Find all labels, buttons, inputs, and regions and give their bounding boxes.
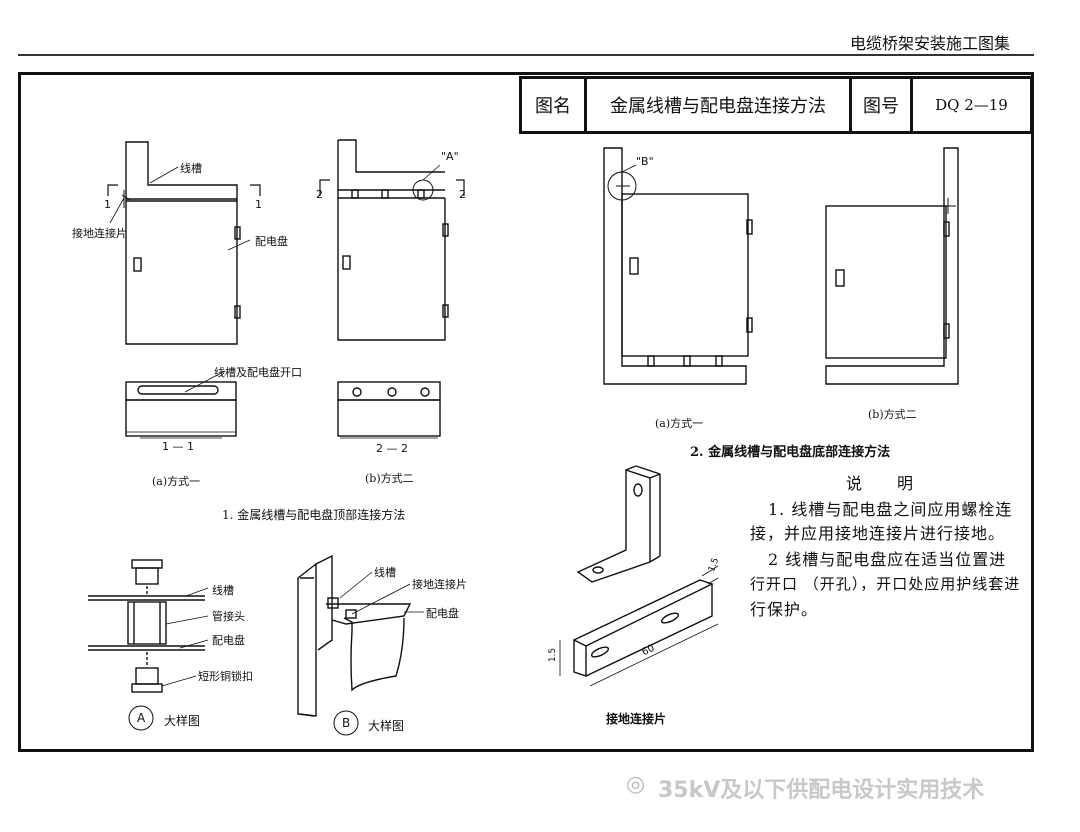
detail-a-drawing <box>88 559 209 731</box>
watermark-icon: ◎ <box>626 772 646 797</box>
notes-line-1: 1. 线槽与配电盘之间应用螺栓连 <box>768 500 1013 519</box>
s1b-cut-left: 2 <box>316 188 323 201</box>
detail-a-locknut-label: 短形铜锁扣 <box>198 670 253 683</box>
title-block: 图名 金属线槽与配电盘连接方法 图号 DQ 2—19 <box>519 76 1033 134</box>
s1a-leaders <box>109 166 251 393</box>
s1a-elevation <box>107 141 261 345</box>
detail-a-caption: 大样图 <box>164 714 201 728</box>
s1b-section-label: 2 — 2 <box>376 442 408 455</box>
s1a-cut-right: 1 <box>255 198 262 211</box>
title-number-label: 图号 <box>852 79 913 131</box>
s2-method-a: (a)方式一 <box>655 417 704 430</box>
detail-a-panel-label: 配电盘 <box>212 634 245 647</box>
s1a-ground-strip-label: 接地连接片 <box>72 227 127 240</box>
section1-title: 1. 金属线槽与配电盘顶部连接方法 <box>222 508 406 522</box>
detail-b-circle-letter: B <box>342 716 351 730</box>
detail-b-caption: 大样图 <box>368 719 405 733</box>
s1-method-a: (a)方式一 <box>152 475 201 488</box>
detail-b-panel-label: 配电盘 <box>426 607 459 620</box>
notes-line-3: 2 线槽与配电盘应在适当位置进 <box>768 550 1007 569</box>
detail-a-trough-label: 线槽 <box>212 584 234 597</box>
title-number-value: DQ 2—19 <box>935 96 1008 114</box>
section2-title: 2. 金属线槽与配电盘底部连接方法 <box>690 445 891 460</box>
s1a-section-11 <box>125 381 237 439</box>
s2a-elevation <box>603 147 753 385</box>
s1a-opening-label: 线槽及配电盘开口 <box>214 366 302 379</box>
notes-heading: 说 明 <box>846 474 915 493</box>
notes-line-4: 行开口 （开孔），开口处应用护线套进 <box>750 575 1021 593</box>
s2b-elevation <box>825 147 959 385</box>
s1b-elevation <box>319 139 465 341</box>
s1a-trough-label: 线槽 <box>180 162 202 175</box>
s1b-cut-right: 2 <box>459 188 466 201</box>
drawing-frame <box>18 72 1034 752</box>
notes-line-5: 行保护。 <box>750 600 819 619</box>
ground-strip-dim-height: 1.5 <box>548 647 559 663</box>
s1a-section-label: 1 — 1 <box>162 440 194 453</box>
detail-b-drawing <box>297 554 424 736</box>
ground-strip-caption: 接地连接片 <box>606 712 667 726</box>
detail-b-trough-label: 线槽 <box>374 566 396 579</box>
detail-a-circle-letter: A <box>137 711 146 725</box>
detail-b-ground-strip-label: 接地连接片 <box>412 578 467 591</box>
s2a-detail-b-marker: "B" <box>636 155 654 168</box>
collection-title: 电缆桥架安装施工图集 <box>850 34 1011 53</box>
s1b-section-22 <box>337 381 441 439</box>
title-name-value: 金属线槽与配电盘连接方法 <box>587 79 852 131</box>
notes-line-2: 接，并应用接地连接片进行接地。 <box>750 524 1006 543</box>
header-rule <box>18 54 1034 56</box>
watermark-text: 35kV及以下供配电设计实用技术 <box>658 778 985 803</box>
s1a-panel-label: 配电盘 <box>255 235 288 248</box>
detail-a-pipe-joint-label: 管接头 <box>212 610 245 623</box>
title-name-label: 图名 <box>522 79 587 131</box>
s2-method-b: (b)方式二 <box>868 408 917 421</box>
ground-strip-drawing <box>559 465 719 687</box>
s1b-detail-a-marker: "A" <box>441 150 459 163</box>
s1a-cut-left: 1 <box>104 198 111 211</box>
s1-method-b: (b)方式二 <box>365 472 414 485</box>
